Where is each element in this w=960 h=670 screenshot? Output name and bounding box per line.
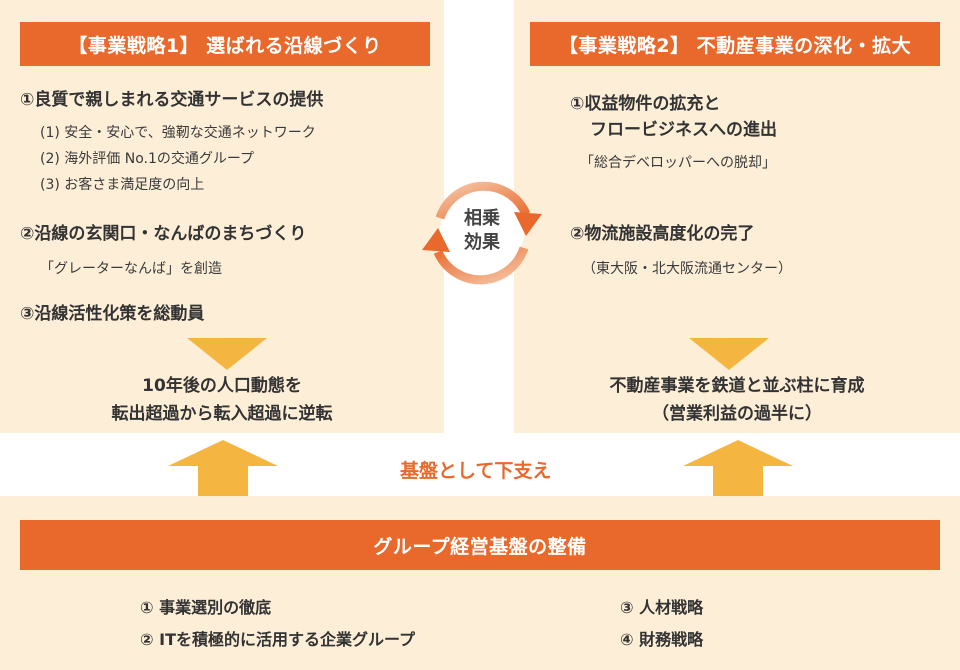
synergy-label-line2: 効果 [464,232,500,253]
strategy1-result-line2: 転出超過から転入超過に逆転 [111,404,333,424]
synergy-cycle-icon [422,181,542,285]
strategy2-result-line2: （営業利益の過半に） [652,404,822,424]
strategy2-header: 【事業戦略2】 不動産事業の深化・拡大 [530,22,940,66]
strategy1-item1-sub1: (1) 安全・安心で、強靭な交通ネットワーク [40,125,316,141]
strategy2-item1-title-line2: フロービジネスへの進出 [590,120,777,140]
strategy1-item1-sub3: (3) お客さま満足度の向上 [40,177,205,193]
strategy1-item3-title: ③沿線活性化策を総動員 [20,304,205,324]
strategy2-item1-sub1: 「総合デベロッパーへの脱却」 [580,155,776,171]
strategy2-item2-sub1: （東大阪・北大阪流通センター） [582,261,792,277]
strategy1-item2-sub1: 「グレーターなんば」を創造 [40,261,222,277]
strategy1-item1-sub2: (2) 海外評価 No.1の交通グループ [40,151,255,167]
foundation-item3: ③ 人材戦略 [620,598,704,617]
foundation-header: グループ経営基盤の整備 [20,520,940,570]
strategy2-down-arrow [689,338,769,370]
strategy2-item2-title: ②物流施設高度化の完了 [570,224,755,244]
strategy2-result-line1: 不動産事業を鉄道と並ぶ柱に育成 [609,376,865,396]
support-up-arrow-left [168,440,278,496]
foundation-item1: ① 事業選別の徹底 [140,598,272,617]
strategy1-result-line1: 10年後の人口動態を [142,376,302,396]
support-up-arrow-right [683,440,793,496]
strategy2-item1-title-line1: ①収益物件の拡充と [570,94,721,114]
foundation-item4: ④ 財務戦略 [620,630,704,649]
strategy1-item1-title: ①良質で親しまれる交通サービスの提供 [20,90,324,110]
synergy-label-line1: 相乗 [464,208,500,229]
strategy1-down-arrow [187,338,267,370]
strategy1-header: 【事業戦略1】 選ばれる沿線づくり [20,22,430,66]
foundation-item2: ② ITを積極的に活用する企業グループ [140,630,416,649]
strategy1-item2-title: ②沿線の玄関口・なんばのまちづくり [20,224,307,244]
support-label: 基盤として下支え [400,460,552,482]
